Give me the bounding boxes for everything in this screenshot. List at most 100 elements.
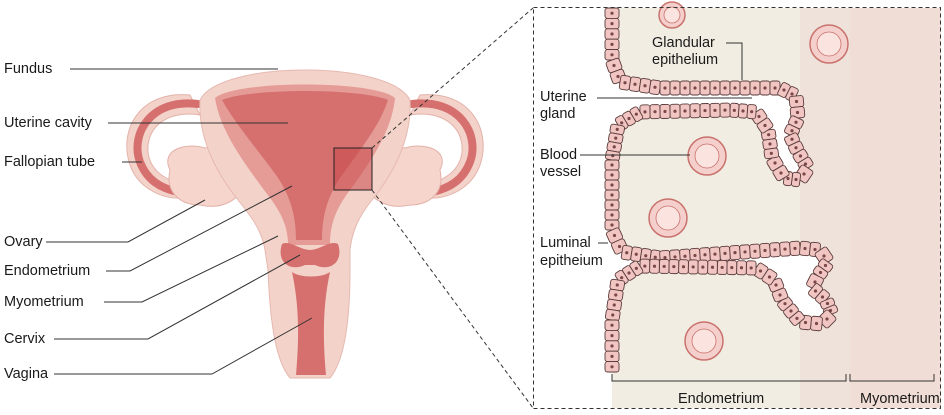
cell-nucleus	[623, 81, 627, 85]
vagina	[292, 272, 330, 375]
cell-nucleus	[723, 251, 727, 255]
blood-vessel-1	[658, 1, 686, 29]
cell-nucleus	[614, 136, 618, 140]
cell-nucleus	[644, 254, 648, 258]
cell-nucleus	[741, 109, 745, 113]
cell-nucleus	[794, 177, 798, 182]
label-fundus: Fundus	[4, 61, 52, 77]
cell-nucleus	[693, 253, 697, 258]
label-blood-vessel-2: vessel	[540, 164, 581, 180]
cell-nucleus	[612, 233, 617, 238]
cell-nucleus	[723, 108, 727, 112]
uterus-illustration	[126, 69, 484, 379]
cell-nucleus	[768, 142, 772, 146]
cell-nucleus	[710, 265, 715, 269]
cell-nucleus	[693, 109, 697, 113]
label-endometrium: Endometrium	[4, 263, 90, 279]
cell-nucleus	[733, 251, 737, 255]
label-blood-vessel-1: Blood	[540, 147, 577, 163]
label-uterine-gland-2: gland	[540, 106, 575, 122]
label-ovary: Ovary	[4, 234, 43, 250]
cell-nucleus	[615, 127, 619, 131]
cell-nucleus	[610, 203, 614, 207]
cell-nucleus	[763, 123, 767, 128]
zoom-box	[333, 147, 373, 191]
cell-nucleus	[782, 88, 786, 92]
cell-nucleus	[672, 264, 676, 269]
cell-nucleus	[820, 295, 825, 299]
cell-nucleus	[774, 283, 778, 287]
label-fallopian-tube: Fallopian tube	[4, 154, 95, 170]
label-uterine-cavity: Uterine cavity	[4, 115, 93, 131]
cell-nucleus	[789, 309, 793, 313]
cell-nucleus	[610, 53, 614, 57]
cell-nucleus	[783, 302, 787, 306]
cell-nucleus	[813, 289, 818, 293]
cell-nucleus	[713, 86, 717, 90]
label-vagina: Vagina	[4, 366, 49, 382]
cell-nucleus	[753, 86, 757, 90]
cell-nucleus	[701, 265, 705, 269]
cell-nucleus	[803, 246, 807, 251]
cell-nucleus	[767, 133, 771, 137]
cell-nucleus	[652, 264, 657, 268]
cell-nucleus	[634, 252, 638, 256]
cell-nucleus	[673, 86, 677, 90]
cell-nucleus	[612, 63, 616, 68]
cell-nucleus	[763, 86, 767, 90]
blood-vessel-4	[648, 198, 688, 238]
cell-nucleus	[732, 108, 736, 112]
cell-nucleus	[643, 264, 647, 268]
cell-nucleus	[627, 116, 631, 121]
cell-nucleus	[763, 248, 767, 253]
cell-nucleus	[653, 85, 657, 89]
label-myometrium: Myometrium	[4, 294, 84, 310]
left-labels: Fundus Uterine cavity Fallopian tube Ova…	[4, 61, 313, 382]
cell-nucleus	[720, 265, 724, 270]
label-luminal-epithelium-1: Luminal	[540, 235, 591, 251]
cell-nucleus	[790, 137, 794, 141]
cell-nucleus	[723, 86, 727, 90]
cell-nucleus	[610, 42, 614, 47]
cell-nucleus	[612, 303, 616, 307]
epithelium-cells	[604, 7, 839, 373]
cell-nucleus	[643, 110, 647, 114]
blood-vessel-2	[809, 24, 849, 64]
cell-nucleus	[683, 86, 687, 90]
cell-nucleus	[627, 271, 631, 275]
layer-bracket: Endometrium Myometrium	[611, 374, 940, 407]
cell-nucleus	[795, 316, 799, 320]
cell-nucleus	[683, 109, 687, 113]
cell-nucleus	[633, 82, 637, 86]
cell-nucleus	[610, 163, 614, 167]
tissue-inset: Glandular epithelium Uterine gland Blood…	[533, 1, 941, 409]
cell-nucleus	[611, 313, 615, 317]
cell-nucleus	[703, 86, 707, 90]
inset-myometrium-tissue	[850, 8, 941, 408]
cell-nucleus	[794, 99, 799, 104]
cell-nucleus	[673, 255, 677, 259]
cell-nucleus	[814, 321, 819, 326]
cell-nucleus	[625, 251, 629, 255]
cell-nucleus	[610, 213, 614, 217]
cell-nucleus	[773, 248, 777, 252]
cell-nucleus	[802, 172, 806, 176]
cell-nucleus	[733, 86, 737, 90]
cell-nucleus	[825, 301, 830, 306]
cell-nucleus	[662, 264, 666, 269]
cell-nucleus	[813, 247, 817, 252]
cell-nucleus	[673, 109, 677, 113]
cell-nucleus	[663, 256, 667, 260]
cell-nucleus	[681, 265, 686, 269]
cell-nucleus	[634, 112, 638, 116]
label-inset-myometrium: Myometrium	[860, 391, 940, 407]
cell-nucleus	[610, 193, 614, 197]
blood-vessel-5	[684, 321, 724, 361]
cell-nucleus	[610, 334, 614, 338]
cell-nucleus	[653, 110, 657, 114]
cell-nucleus	[790, 92, 794, 96]
cell-nucleus	[739, 266, 744, 270]
cell-nucleus	[813, 280, 817, 284]
cell-nucleus	[610, 223, 614, 227]
cell-nucleus	[822, 254, 826, 258]
